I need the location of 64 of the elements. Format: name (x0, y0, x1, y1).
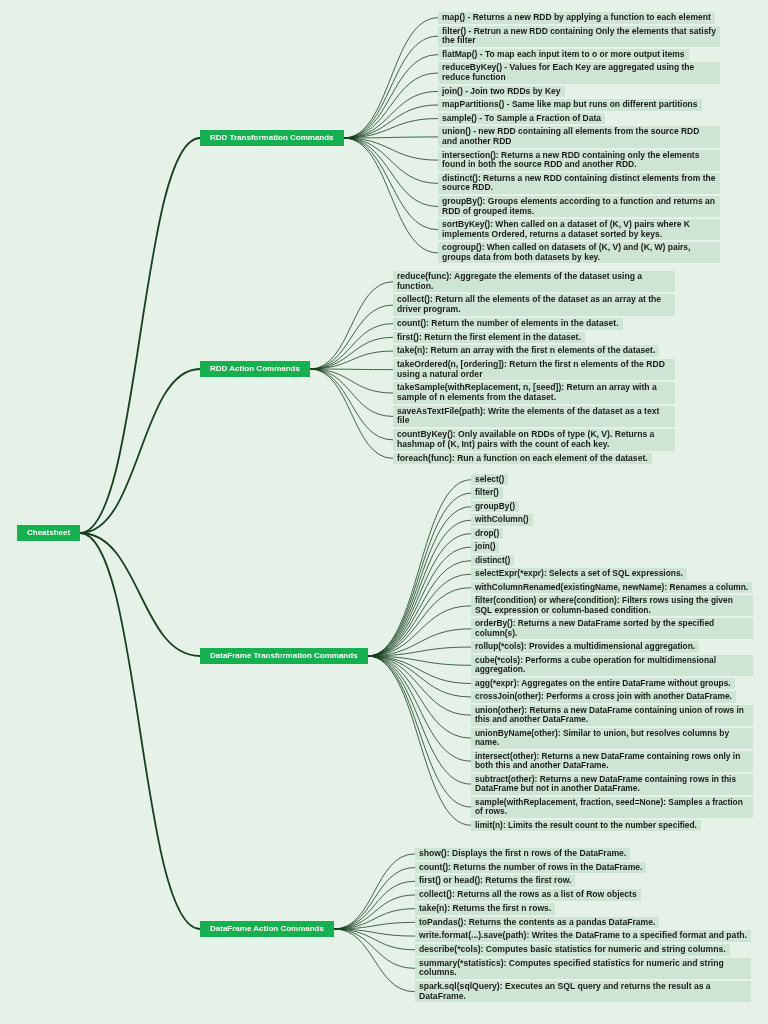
command-note-box: describe(*cols): Computes basic statistics for numeric and string columns. (415, 943, 730, 956)
command-note-box: cogroup(): When called on datasets of (K, V) and (K, W) pairs, groups data from both datasets by key. (438, 242, 720, 264)
command-note-box: cube(*cols): Performs a cube operation for multidimensional aggregation. (471, 654, 753, 676)
branch-connector (79, 532, 201, 930)
root-topic-box: Cheatsheet (17, 525, 81, 541)
branch-connector (333, 928, 416, 969)
command-note-box: unionByName(other): Similar to union, but resolves columns by name. (471, 727, 753, 749)
command-note-box: flatMap() - To map each input item to o or more output items (438, 48, 689, 61)
command-note-box: intersection(): Returns a new RDD containing only the elements found in both the source RDD and another RDD. (438, 149, 720, 171)
branch-topic-box: RDD Action Commands (200, 361, 310, 377)
command-note-box: withColumnRenamed(existingName, newName): Renames a column. (471, 581, 753, 594)
branch-topic-box: DataFrame Transformation Commands (200, 648, 368, 664)
command-note-box: write.format(...).save(path): Writes the DataFrame to a specified format and path. (415, 930, 751, 942)
command-note-box: union() - new RDD containing all elements from the source RDD and another RDD (438, 126, 720, 148)
command-note-box: sample(withReplacement, fraction, seed=None): Samples a fraction of rows. (471, 796, 753, 818)
command-note-box: join() - Join two RDDs by Key (438, 85, 565, 98)
command-note-box: mapPartitions() - Same like map but runs on different partitions (438, 99, 702, 111)
command-note-box: map() - Returns a new RDD by applying a function to each element (438, 12, 715, 24)
command-note-box: show(): Displays the first n rows of the DataFrame. (415, 848, 631, 860)
command-note-box: reduceByKey() - Values for Each Key are aggregated using the reduce function (438, 62, 720, 84)
command-note-box: filter() (471, 487, 503, 499)
command-note-box: sample() - To Sample a Fraction of Data (438, 112, 605, 125)
command-note-box: sortByKey(): When called on a dataset of (K, V) pairs where K implements Ordered, returns a dataset sorted by keys. (438, 219, 720, 241)
branch-connector (343, 137, 439, 161)
command-note-box: first() or head(): Returns the first row. (415, 875, 576, 888)
command-note-box: rollup(*cols): Provides a multidimensional aggregation. (471, 641, 700, 653)
command-note-box: drop() (471, 527, 504, 540)
branch-topic-box: RDD Transformation Commands (200, 130, 344, 146)
command-note-box: count(): Return the number of elements in the dataset. (393, 317, 623, 330)
command-note-box: limit(n): Limits the result count to the number specified. (471, 819, 701, 832)
command-note-box: orderBy(): Returns a new DataFrame sorted by the specified column(s). (471, 618, 753, 640)
command-note-box: filter() - Retrun a new RDD containing Only the elements that satisfy the filter (438, 25, 720, 47)
command-note-box: count(): Returns the number of rows in the DataFrame. (415, 861, 647, 874)
command-note-box: collect(): Return all the elements of the dataset as an array at the driver program. (393, 294, 675, 316)
command-note-box: first(): Return the first element in the dataset. (393, 331, 585, 344)
command-note-box: take(n): Return an array with the first n elements of the dataset. (393, 345, 660, 357)
command-note-box: groupBy(): Groups elements according to a function and returns an RDD of grouped items. (438, 195, 720, 218)
command-note-box: select() (471, 474, 509, 486)
command-note-box: union(other): Returns a new DataFrame containing union of rows in this and another DataFrame. (471, 704, 753, 726)
command-note-box: agg(*expr): Aggregates on the entire DataFrame without groups. (471, 677, 735, 690)
command-note-box: distinct(): Returns a new RDD containing distinct elements from the source RDD. (438, 172, 720, 194)
command-note-box: collect(): Returns all the rows as a list of Row objects (415, 889, 641, 901)
command-note-box: reduce(func): Aggregate the elements of the dataset using a function. (393, 271, 675, 293)
command-note-box: withColumn() (471, 514, 533, 526)
command-note-box: intersect(other): Returns a new DataFrame containing rows only in both this and another DataFrame. (471, 750, 753, 772)
command-note-box: filter(condition) or where(condition): Filters rows using the given SQL expression or column-based condition. (471, 595, 753, 617)
command-note-box: subtract(other): Returns a new DataFrame containing rows in this DataFrame but not in another DataFrame. (471, 773, 753, 795)
command-note-box: toPandas(): Returns the contents as a pandas DataFrame. (415, 916, 660, 929)
command-note-box: takeSample(withReplacement, n, [seed]): Return an array with a sample of n elements from the dataset. (393, 382, 675, 404)
branch-connector (367, 655, 472, 698)
branch-connector (309, 368, 394, 394)
branch-topic-box: DataFrame Action Commands (200, 921, 334, 937)
command-note-box: crossJoin(other): Performs a cross join with another DataFrame. (471, 691, 736, 703)
command-note-box: countByKey(): Only available on RDDs of type (K, V). Returns a hashmap of (K, Int) pairs with the count of each key. (393, 429, 675, 451)
command-note-box: take(n): Returns the first n rows. (415, 902, 556, 915)
command-note-box: distinct() (471, 554, 515, 567)
command-note-box: spark.sql(sqlQuery): Executes an SQL query and returns the result as a DataFrame. (415, 981, 751, 1003)
command-note-box: groupBy() (471, 500, 519, 513)
command-note-box: selectExpr(*expr): Selects a set of SQL expressions. (471, 568, 687, 580)
command-note-box: join() (471, 541, 500, 553)
command-note-box: takeOrdered(n, [ordering]): Return the first n elements of the RDD using a natural order (393, 358, 675, 381)
command-note-box: saveAsTextFile(path): Write the elements of the dataset as a text file (393, 405, 675, 428)
command-note-box: foreach(func): Run a function on each element of the dataset. (393, 452, 652, 465)
command-note-box: summary(*statistics): Computes specified statistics for numeric and string columns. (415, 957, 751, 980)
